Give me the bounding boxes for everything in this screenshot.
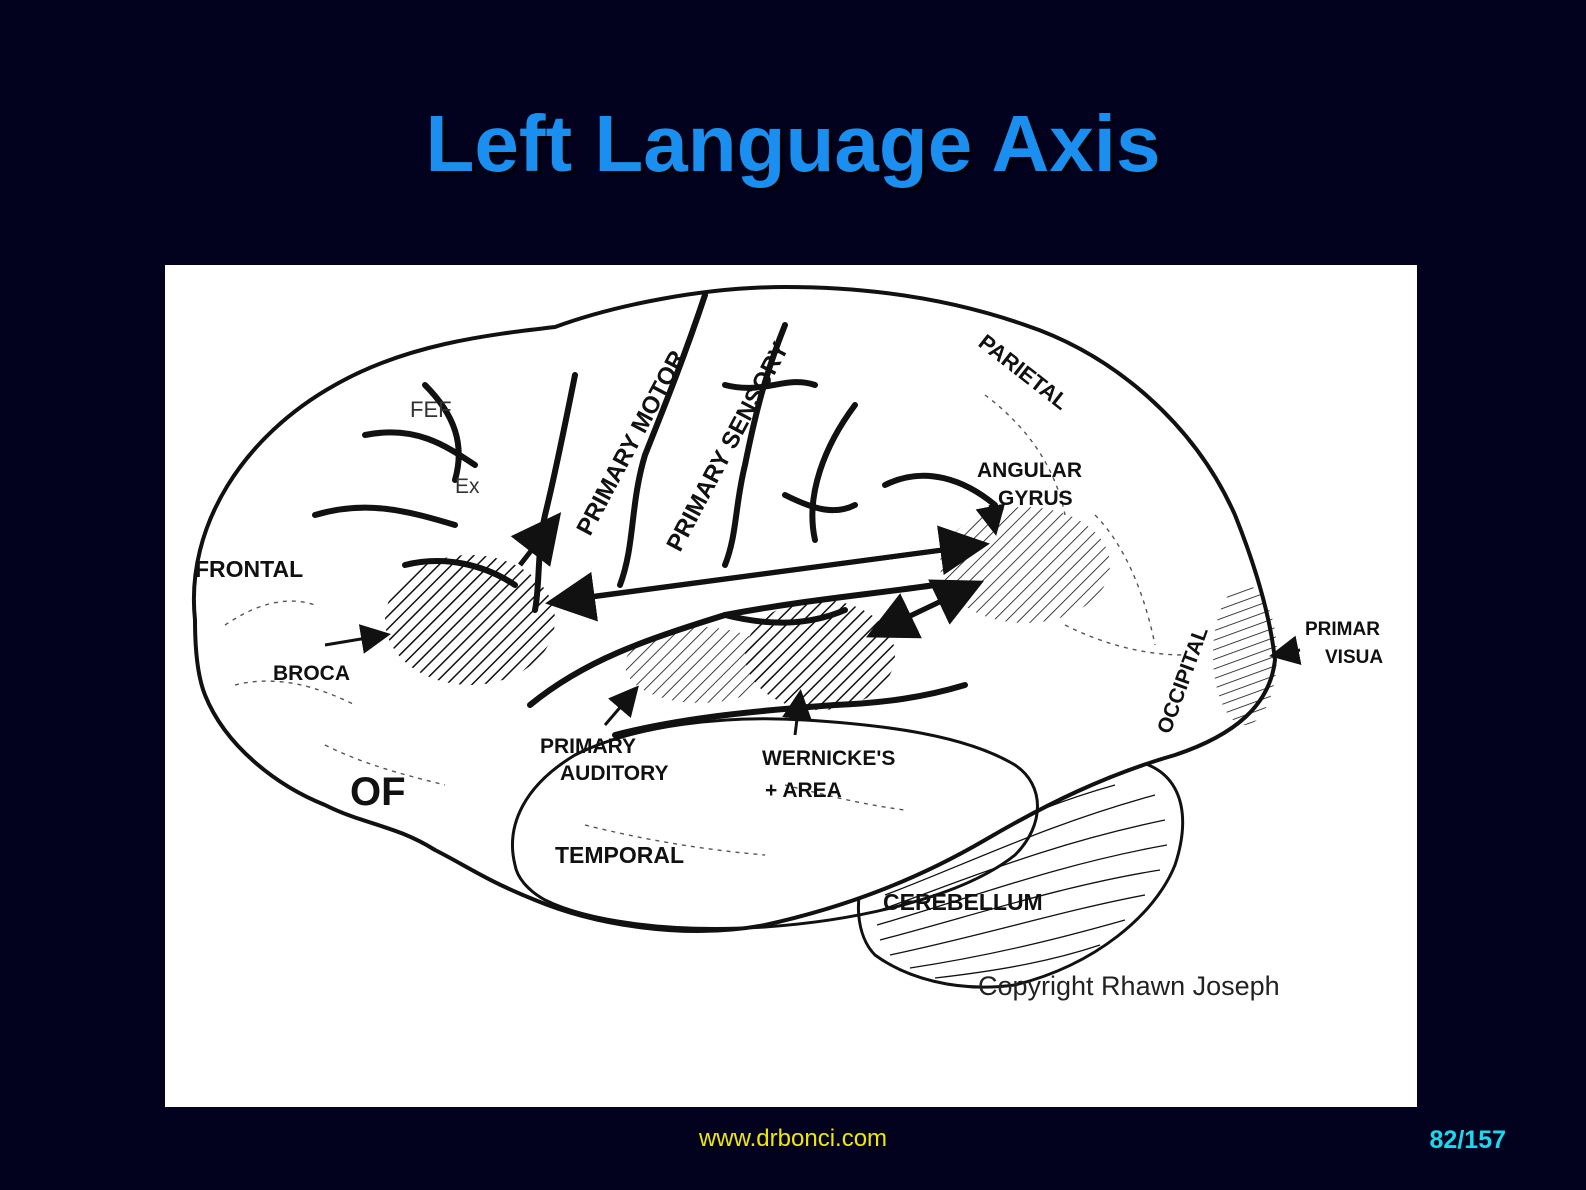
footer-url[interactable]: www.drbonci.com xyxy=(698,1125,888,1152)
label-broca: BROCA xyxy=(273,662,350,685)
label-primary-auditory-line2: AUDITORY xyxy=(560,762,669,785)
wernicke-area-hatch xyxy=(745,600,895,710)
label-primary-auditory-line1: PRIMARY xyxy=(540,735,636,758)
label-angular-gyrus-line2: GYRUS xyxy=(998,487,1073,510)
copyright-text: Copyright Rhawn Joseph xyxy=(978,971,1280,1001)
visual-area-hatch xyxy=(1213,585,1277,725)
brain-illustration: FEF Ex FRONTAL BROCA OF PRIMARY MOTOR PR… xyxy=(191,284,1383,1001)
temporal-lobe-outline xyxy=(511,717,1039,930)
label-primary-visual-line2: VISUA xyxy=(1325,647,1383,668)
page-number: 82/157 xyxy=(1429,1126,1506,1154)
angular-wernicke-arrow xyxy=(865,582,977,639)
broca-motor-arrow xyxy=(510,512,562,567)
label-angular-gyrus-line1: ANGULAR xyxy=(977,459,1082,482)
label-cerebellum: CEREBELLUM xyxy=(883,889,1043,915)
label-wernicke-line2: + AREA xyxy=(765,779,842,802)
label-fef: FEF xyxy=(410,397,452,422)
label-ex: Ex xyxy=(455,475,480,498)
pointer-arrows xyxy=(324,503,1302,736)
angular-gyrus-hatch xyxy=(940,507,1110,623)
label-of: OF xyxy=(350,770,406,814)
label-wernicke-line1: WERNICKE'S xyxy=(762,747,895,770)
gyri-detail xyxy=(224,394,1186,856)
label-primary-visual-line1: PRIMAR xyxy=(1305,619,1380,640)
label-temporal: TEMPORAL xyxy=(555,842,684,868)
auditory-area-hatch xyxy=(625,627,775,703)
slide-title: Left Language Axis xyxy=(425,99,1161,188)
arcuate-arrow-back xyxy=(545,542,981,622)
brain-diagram: FEF Ex FRONTAL BROCA OF PRIMARY MOTOR PR… xyxy=(165,265,1417,1107)
label-frontal: FRONTAL xyxy=(195,556,303,582)
language-pathway-arrows xyxy=(510,512,990,639)
broca-area-hatch xyxy=(385,555,555,685)
